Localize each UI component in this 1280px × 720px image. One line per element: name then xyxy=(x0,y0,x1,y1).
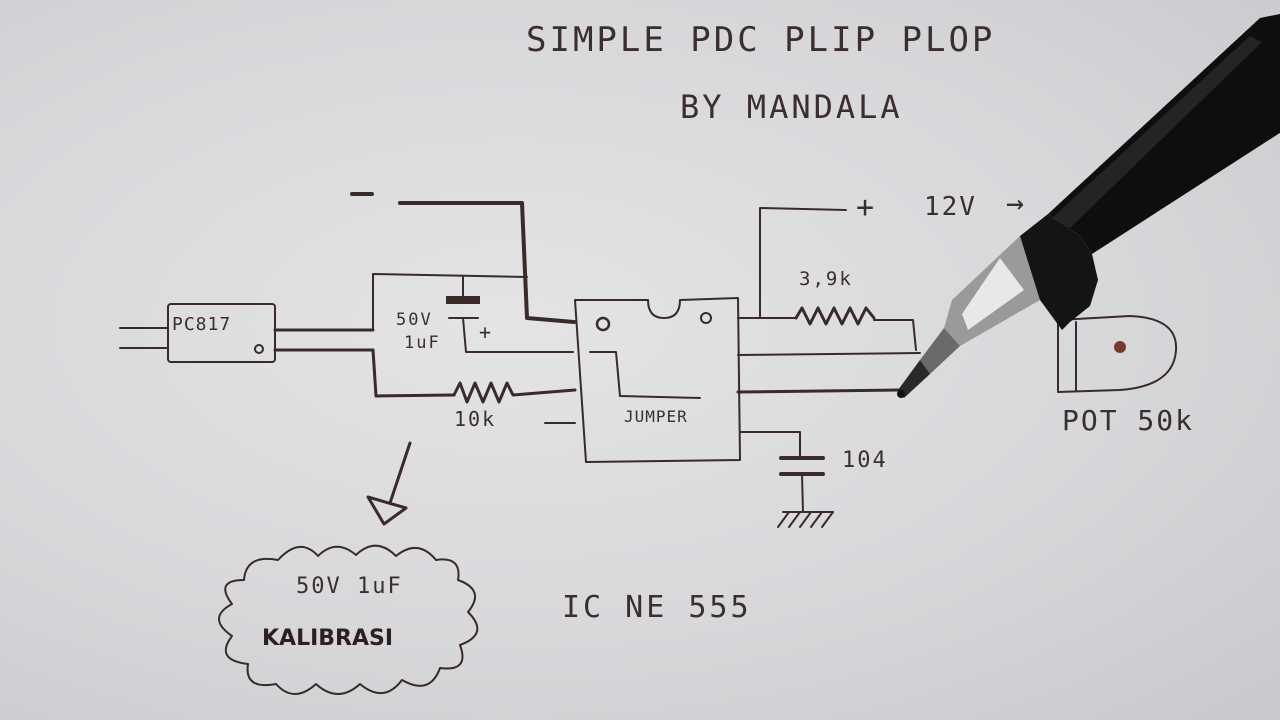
supply-arrow-label: → xyxy=(1006,186,1027,221)
pc817-box xyxy=(167,303,276,363)
resistor-10k-label: 10k xyxy=(454,407,497,431)
ic-name-label: IC NE 555 xyxy=(562,590,752,625)
resistor-3-9k-symbol xyxy=(794,306,876,326)
cap-capacitance-label: 1uF xyxy=(404,333,441,353)
cap-plus-label: + xyxy=(479,320,494,344)
supply-voltage-label: 12V xyxy=(924,192,977,222)
page-title-line2: BY MANDALA xyxy=(680,88,903,126)
cap104-lead-top xyxy=(739,431,801,459)
ic-body xyxy=(574,297,741,463)
resistor-10k-symbol xyxy=(452,381,577,404)
cap-block-bottom xyxy=(371,348,456,398)
pot-pin-dot xyxy=(1114,341,1126,353)
cap-104-label: 104 xyxy=(842,448,888,473)
ic-notch xyxy=(647,299,681,319)
pot-body xyxy=(1057,315,1178,393)
cap-block-top xyxy=(372,273,528,331)
callout-arrow-head xyxy=(366,495,408,526)
ic-pin6-wire xyxy=(736,388,902,394)
page-title-line1: SIMPLE PDC PLIP PLOP xyxy=(526,20,996,60)
callout-spec-label: 50V 1uF xyxy=(296,574,403,599)
cap-plate-top xyxy=(446,296,480,304)
ground-rail-wire xyxy=(398,201,576,324)
cap104-lead-bottom xyxy=(801,473,804,513)
pen xyxy=(897,14,1280,398)
ic-pin1-dot xyxy=(595,316,611,332)
jumper-label: JUMPER xyxy=(624,407,688,426)
ic-pin8-dot xyxy=(700,312,712,324)
pot-label: POT 50k xyxy=(1062,404,1195,437)
r39k-lead-right xyxy=(873,319,917,351)
pc817-label: PC817 xyxy=(172,314,232,335)
ground-hatch xyxy=(777,511,834,528)
pc817-pin1-dot xyxy=(254,344,264,354)
vcc-wire xyxy=(737,207,847,319)
callout-kalibrasi-label: KALIBRASI xyxy=(262,626,394,651)
kalibrasi-starburst xyxy=(218,544,479,695)
ic-pin7-wire xyxy=(737,352,921,356)
cap-lead-bottom xyxy=(462,317,574,353)
jumper-wire xyxy=(589,351,701,399)
callout-arrow-shaft xyxy=(388,441,412,505)
resistor-3-9k-label: 3,9k xyxy=(799,268,853,290)
cap-voltage-label: 50V xyxy=(396,310,433,330)
plus-label: + xyxy=(856,190,877,225)
